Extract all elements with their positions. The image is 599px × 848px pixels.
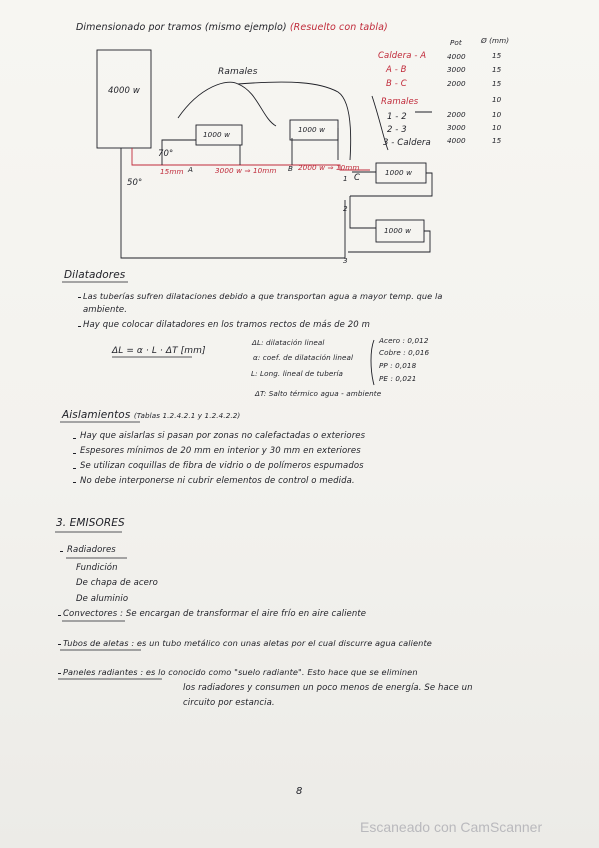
table-row-pot: 3000 [447, 65, 466, 74]
formula-definition: L: Long. lineal de tubería [251, 369, 344, 378]
table-header-diam: Ø (mm) [481, 36, 510, 45]
table-row-diam: 15 [492, 79, 502, 88]
node-label: 2 [343, 204, 348, 213]
material-coef: PE : 0,021 [379, 374, 417, 383]
bullet-text: Se utilizan coquillas de fibra de vidrio… [80, 461, 364, 471]
aislamientos-title: Aislamientos (Tablas 1.2.4.2.1 y 1.2.4.2… [62, 409, 241, 421]
table-row-pot: 3000 [447, 123, 466, 132]
radiator-label: 1000 w [385, 168, 413, 177]
radiador-type: Fundición [76, 563, 118, 573]
table-header-pot: Pot [450, 38, 462, 47]
material-coef: Acero : 0,012 [379, 336, 429, 345]
table-row-diam: 15 [492, 136, 502, 145]
table-row-pot: 4000 [447, 136, 466, 145]
formula-definition: α: coef. de dilatación lineal [253, 353, 354, 362]
paneles-item: Paneles radiantes : es lo conocido como … [63, 667, 418, 677]
radiadores-title: Radiadores [67, 545, 116, 555]
segment-label: 15mm [160, 167, 184, 176]
bullet-text: ambiente. [83, 305, 128, 315]
node-label: A [188, 165, 194, 174]
aislamientos-ref: (Tablas 1.2.4.2.1 y 1.2.4.2.2) [133, 411, 241, 420]
table-row-diam: 15 [492, 65, 502, 74]
bullet-text: No debe interponerse ni cubrir elementos… [80, 476, 355, 486]
table-row-tramo: Ramales [381, 97, 419, 107]
node-label: B [288, 164, 294, 173]
node-label: 3 [343, 256, 348, 265]
table-row-pot: 2000 [447, 79, 466, 88]
paneles-text: circuito por estancia. [183, 698, 275, 708]
radiator-label: 1000 w [203, 130, 231, 139]
radiator-label: 1000 w [298, 125, 326, 134]
table-row-pot: 2000 [447, 110, 466, 119]
radiator-box [195, 124, 243, 146]
boiler-box [96, 49, 152, 149]
table-row-pot: 4000 [447, 52, 466, 61]
supply-pipe [131, 148, 370, 171]
section-note: (Resuelto con tabla) [289, 22, 388, 33]
node-label: C [354, 173, 361, 183]
segment-label: 2000 w ⇒ 10mm [298, 163, 360, 172]
tubos-item: Tubos de aletas : es un tubo metálico co… [63, 638, 432, 648]
radiador-type: De chapa de acero [76, 578, 158, 588]
bullet-text: Espesores mínimos de 20 mm en interior y… [80, 446, 361, 456]
table-row-tramo: B - C [386, 79, 407, 89]
emisores-title: 3. EMISORES [56, 517, 125, 529]
convectores-item: Convectores : Se encargan de transformar… [63, 609, 367, 619]
material-coef: Cobre : 0,016 [379, 348, 430, 357]
radiator-box [289, 119, 339, 141]
table-row-diam: 15 [492, 51, 502, 60]
table-row-diam: 10 [492, 110, 502, 119]
formula-definition: ΔL: dilatación lineal [252, 338, 325, 347]
supply-temp: 70° [158, 149, 174, 159]
scanner-watermark: Escaneado con CamScanner [360, 819, 543, 835]
return-temp: 50° [127, 178, 143, 188]
section-title: Dimensionado por tramos (mismo ejemplo) … [76, 22, 388, 33]
page-number: 8 [296, 786, 303, 797]
ramales-curve [177, 81, 277, 127]
return-pipe [120, 148, 346, 259]
table-row-tramo: 2 - 3 [387, 125, 407, 135]
paneles-text: los radiadores y consumen un poco menos … [183, 683, 473, 693]
dilatadores-title: Dilatadores [64, 269, 126, 281]
dilatation-formula: ΔL = α · L · ΔT [mm] [112, 346, 206, 356]
table-row-tramo: A - B [386, 65, 407, 75]
segment-label: 3000 w ⇒ 10mm [215, 166, 277, 175]
ramales-curve [237, 81, 352, 161]
material-coef: PP : 0,018 [379, 361, 417, 370]
bullet-text: Las tuberías sufren dilataciones debido … [83, 291, 443, 301]
radiator-label: 1000 w [384, 226, 412, 235]
table-row-diam: 10 [492, 95, 502, 104]
ramales-label: Ramales [218, 67, 258, 77]
node-label: 1 [343, 174, 348, 183]
formula-definition: ΔT: Salto térmico agua - ambiente [255, 389, 382, 398]
bullet-text: Hay que colocar dilatadores en los tramo… [83, 320, 370, 330]
bullet-text: Hay que aislarlas si pasan por zonas no … [80, 431, 366, 441]
radiador-type: De aluminio [76, 594, 129, 604]
boiler-label: 4000 w [108, 86, 140, 96]
table-row-tramo: Caldera - A [378, 51, 427, 61]
table-row-diam: 10 [492, 123, 502, 132]
table-row-tramo: 1 - 2 [387, 112, 407, 122]
table-row-tramo: 3 - Caldera [383, 138, 431, 148]
